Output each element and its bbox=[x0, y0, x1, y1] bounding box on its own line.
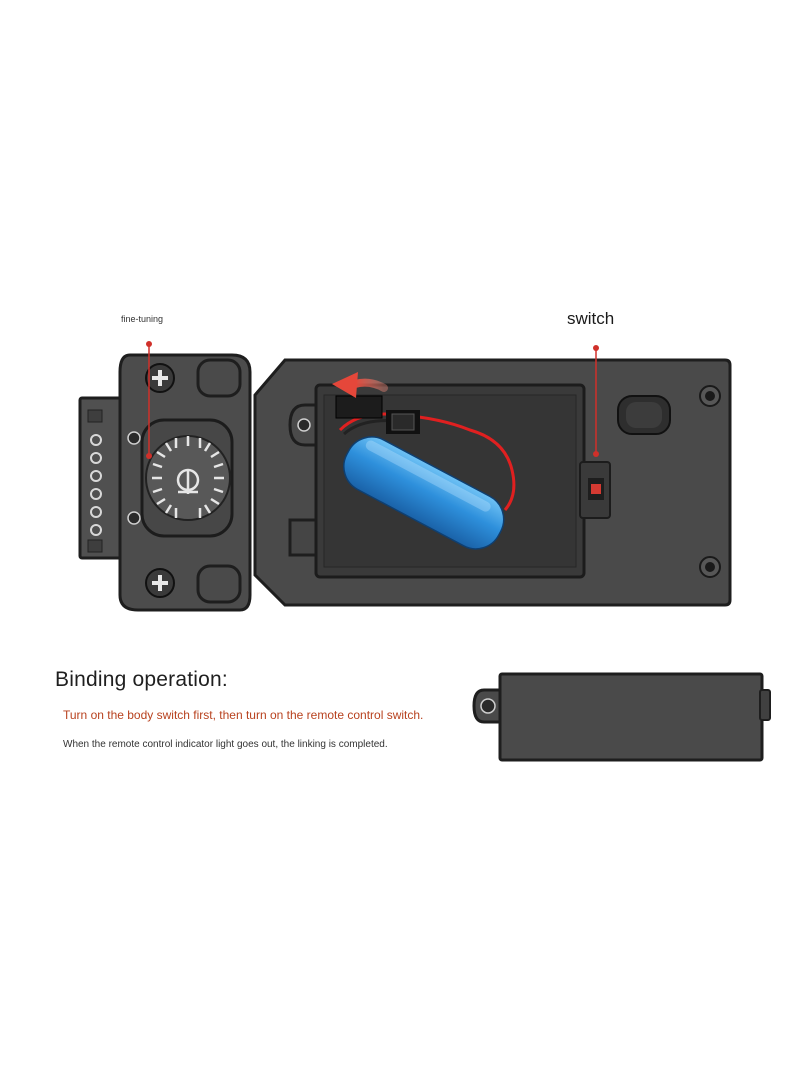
connector-pins bbox=[87, 409, 103, 553]
screw-bottom-icon bbox=[145, 568, 175, 598]
direction-arrow-icon bbox=[332, 372, 388, 398]
binding-step-1: Turn on the body switch first, then turn… bbox=[63, 708, 424, 722]
screw-icon bbox=[699, 385, 721, 578]
binding-title: Binding operation: bbox=[55, 668, 228, 691]
binding-step-2: When the remote control indicator light … bbox=[63, 739, 388, 750]
callout-fine-tuning bbox=[146, 341, 152, 459]
receiver-box bbox=[472, 672, 771, 762]
callout-switch bbox=[593, 345, 599, 457]
body-switch bbox=[579, 461, 611, 519]
switch-label: switch bbox=[567, 309, 615, 328]
battery-icon bbox=[343, 436, 505, 550]
battery-connector bbox=[335, 395, 516, 511]
screw-top-icon bbox=[145, 363, 175, 393]
fine-tuning-dial bbox=[140, 418, 234, 538]
fine-tuning-label: fine-tuning bbox=[121, 314, 164, 324]
